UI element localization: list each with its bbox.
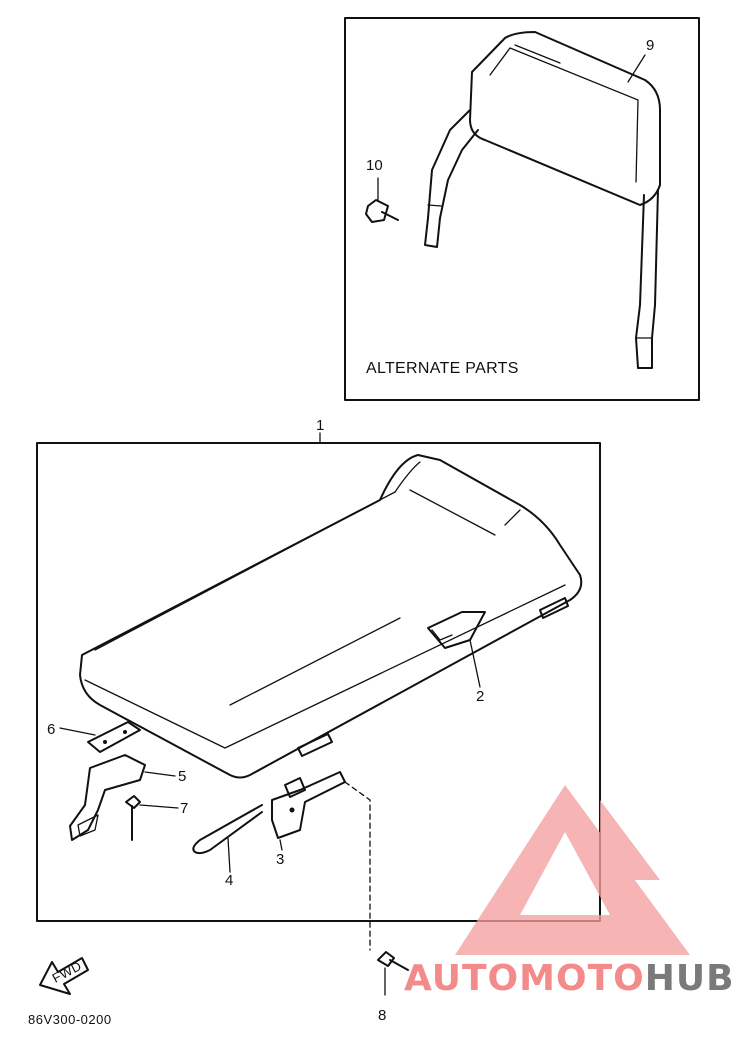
callout-9: 9 (646, 37, 654, 54)
seat-assembly-panel: 1 (36, 417, 601, 951)
callout-7: 7 (180, 800, 188, 817)
watermark-text: AUTOMOTOHUB (404, 958, 733, 999)
callout-5: 5 (178, 768, 186, 785)
callout-3: 3 (276, 851, 284, 868)
callout-10: 10 (366, 157, 383, 174)
latch-illustration (271, 771, 371, 951)
watermark: AUTOMOTOHUB (404, 785, 733, 999)
fwd-arrow: FWD (39, 957, 89, 995)
seat-assembly-frame (36, 442, 601, 922)
drawing-code: 86V300-0200 (28, 1012, 112, 1027)
watermark-triangle-icon (455, 785, 690, 955)
bracket-illustration (69, 754, 176, 841)
callout-1: 1 (316, 417, 324, 434)
alternate-parts-panel: 9 10 ALTERNATE PARTS (344, 17, 700, 401)
seat-illustration (79, 454, 583, 779)
callout-2: 2 (476, 688, 484, 705)
callout-8: 8 (378, 1007, 386, 1024)
watermark-shard-icon (600, 800, 660, 880)
alternate-parts-frame (344, 17, 700, 401)
rivet-illustration (125, 795, 179, 841)
plate-illustration (59, 721, 141, 753)
alternate-parts-caption: ALTERNATE PARTS (366, 360, 519, 377)
screw-illustration: 8 (377, 951, 409, 1024)
backrest-illustration (424, 31, 661, 369)
callout-4: 4 (225, 872, 233, 889)
callout-6: 6 (47, 721, 55, 738)
bolt-illustration (365, 177, 399, 223)
pin-illustration (192, 804, 263, 873)
